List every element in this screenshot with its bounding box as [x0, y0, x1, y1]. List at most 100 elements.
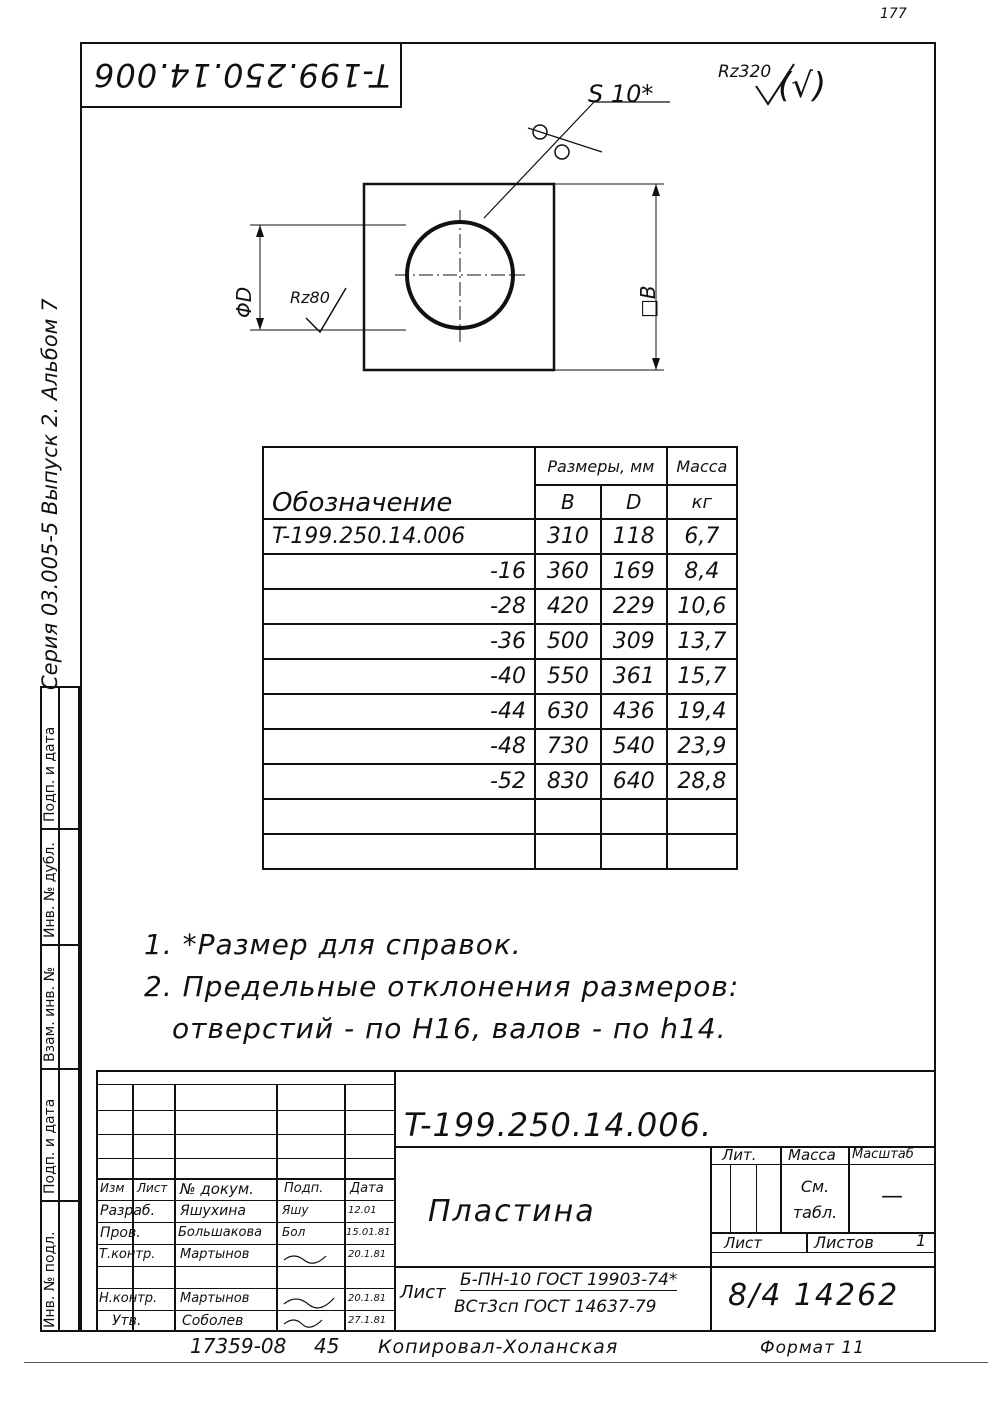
row-d: 169: [599, 553, 668, 590]
tb-line: [710, 1252, 936, 1253]
tb-person: Мартынов: [180, 1247, 250, 1262]
tb-role: Н.контр.: [99, 1291, 158, 1306]
side-divider: [40, 828, 80, 830]
row-designation: [262, 798, 536, 835]
footer-code: 17359-08: [190, 1334, 287, 1358]
tb-line: [394, 1070, 396, 1332]
row-mass: 6,7: [665, 518, 739, 555]
side-divider: [40, 944, 80, 946]
side-dim: □B: [636, 285, 660, 318]
row-d: [599, 798, 668, 835]
tb-role: Т.контр.: [99, 1247, 156, 1262]
header-col-d: D: [599, 484, 668, 520]
tb-material-line1: Б-ПН-10 ГОСТ 19903-74*: [460, 1270, 678, 1291]
table-row: [262, 798, 739, 835]
tb-scale-label: Масштаб: [852, 1147, 914, 1162]
title-block: [96, 1070, 936, 1332]
row-mass: 23,9: [665, 728, 739, 765]
thickness-dim: S 10*: [588, 80, 654, 108]
row-b: 830: [533, 763, 602, 800]
corner-mark: 177: [880, 6, 907, 22]
tb-line: [848, 1146, 850, 1234]
tb-role: Пров.: [100, 1225, 141, 1241]
tb-sheets-value: 1: [916, 1231, 927, 1250]
row-designation: -40: [262, 658, 536, 695]
tb-line: [710, 1146, 712, 1332]
tb-line: [394, 1146, 936, 1148]
tb-line: [756, 1164, 757, 1234]
row-designation: [262, 833, 536, 870]
tb-material-prefix: Лист: [400, 1282, 446, 1303]
note-2-cont: отверстий - по H16, валов - по h14.: [172, 1012, 727, 1045]
bottom-rule: [24, 1362, 988, 1363]
side-label: Подп. и дата: [42, 726, 58, 822]
side-label: Подп. и дата: [42, 1098, 58, 1194]
tb-person: Мартынов: [180, 1291, 250, 1306]
row-b: [533, 798, 602, 835]
row-b: 500: [533, 623, 602, 660]
table-row: -16 360 169 8,4: [262, 553, 739, 590]
side-strip: [40, 686, 80, 1332]
footer-sheet: 45: [314, 1334, 340, 1358]
row-d: 540: [599, 728, 668, 765]
side-label: Инв. № подл.: [42, 1231, 58, 1328]
series-label: Серия 03.005-5 Выпуск 2. Альбом 7: [38, 298, 62, 690]
row-designation: -16: [262, 553, 536, 590]
tb-role: Утв.: [112, 1313, 142, 1329]
tb-date: 20.1.81: [348, 1293, 387, 1304]
row-b: 550: [533, 658, 602, 695]
row-b: 630: [533, 693, 602, 730]
table-row: -28 420 229 10,6: [262, 588, 739, 625]
tb-line: [806, 1232, 808, 1252]
tb-date: 20.1.81: [348, 1249, 387, 1260]
row-d: 309: [599, 623, 668, 660]
header-col-b: B: [533, 484, 602, 520]
tb-line: [132, 1084, 134, 1332]
row-d: 361: [599, 658, 668, 695]
row-b: 360: [533, 553, 602, 590]
tb-line: [710, 1232, 936, 1234]
tb-sheet-label: Лист: [724, 1234, 763, 1252]
row-designation: T-199.250.14.006: [262, 518, 536, 555]
header-sizes: Размеры, мм: [533, 446, 668, 486]
side-divider: [40, 1200, 80, 1202]
side-label: Инв. № дубл.: [42, 842, 58, 938]
roughness-general: Rz320: [718, 62, 772, 82]
tb-sign: Бол: [282, 1225, 306, 1239]
tb-date: 27.1.81: [348, 1315, 387, 1326]
row-designation: -36: [262, 623, 536, 660]
tb-material-line2: ВСт3сп ГОСТ 14637-79: [454, 1297, 657, 1317]
header-col-mass-unit: кг: [665, 484, 739, 520]
diameter-dim: ΦD: [232, 286, 256, 318]
row-designation: -28: [262, 588, 536, 625]
tb-line: [96, 1310, 394, 1311]
tb-date: 15.01.81: [346, 1227, 391, 1238]
tb-sign: Яшу: [282, 1203, 309, 1217]
tb-hdr-sign: Подп.: [284, 1181, 324, 1196]
row-d: 118: [599, 518, 668, 555]
tb-date: 12.01: [348, 1205, 377, 1216]
side-label: Взам. инв. №: [42, 966, 58, 1062]
row-b: 420: [533, 588, 602, 625]
table-row: T-199.250.14.006 310 118 6,7: [262, 518, 739, 555]
top-stamp-box: T-199.250.14.006: [80, 42, 402, 108]
tb-hdr-doc: № докум.: [180, 1180, 254, 1198]
tb-lit-label: Лит.: [722, 1146, 757, 1164]
tb-part-name: Пластина: [428, 1194, 596, 1229]
side-divider: [40, 1068, 80, 1070]
tb-line: [96, 1084, 394, 1085]
row-d: 436: [599, 693, 668, 730]
side-inner-line: [58, 686, 60, 1332]
tb-scale-value: —: [881, 1184, 903, 1209]
row-b: 310: [533, 518, 602, 555]
tb-sheets-label: Листов: [814, 1233, 874, 1252]
tb-line: [394, 1266, 936, 1268]
tb-line: [276, 1084, 278, 1332]
note-2: 2. Предельные отклонения размеров:: [144, 970, 740, 1003]
tb-line: [96, 1134, 394, 1135]
row-b: 730: [533, 728, 602, 765]
tb-line: [96, 1222, 394, 1223]
signatures: [283, 1255, 335, 1328]
table-row: -36 500 309 13,7: [262, 623, 739, 660]
tb-line: [174, 1084, 176, 1332]
